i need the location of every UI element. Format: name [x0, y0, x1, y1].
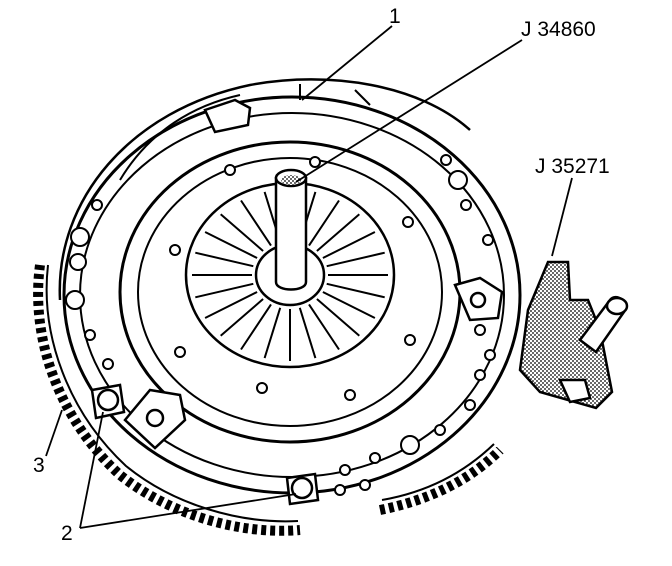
cover-bolt-holes	[65, 154, 496, 496]
diaphragm-finger	[326, 251, 385, 268]
pressure-plate-cover	[62, 95, 522, 495]
diaphragm-finger	[240, 199, 272, 247]
diaphragm-finger	[308, 303, 340, 351]
leader-lines	[45, 25, 573, 529]
diaphragm-finger	[322, 231, 376, 259]
diaphragm-finger	[240, 303, 272, 351]
diaphragm-finger	[220, 298, 264, 337]
diaphragm-finger	[204, 291, 258, 319]
diaphragm-finger	[298, 307, 317, 359]
flywheel-holder-tool	[518, 260, 629, 410]
diaphragm-finger	[204, 231, 258, 259]
flywheel-ring-gear	[33, 264, 504, 536]
diaphragm-finger	[308, 199, 340, 247]
dowel-bolts	[90, 383, 320, 506]
callout-2: 2	[61, 522, 73, 545]
cover-brackets	[123, 98, 504, 450]
callout-j34860: J 34860	[521, 18, 596, 41]
callout-j35271: J 35271	[535, 155, 610, 178]
diaphragm-finger	[195, 251, 254, 268]
callout-3: 3	[33, 454, 45, 477]
diaphragm-finger	[195, 282, 254, 299]
inner-ring-holes	[169, 156, 416, 401]
diaphragm-finger	[326, 282, 385, 299]
diaphragm-finger	[322, 291, 376, 319]
diaphragm-finger	[316, 213, 360, 252]
diaphragm-finger	[220, 213, 264, 252]
alignment-tool-shaft	[274, 168, 308, 291]
callout-1: 1	[389, 5, 401, 28]
diaphragm-finger	[316, 298, 360, 337]
diaphragm-finger	[263, 307, 282, 359]
